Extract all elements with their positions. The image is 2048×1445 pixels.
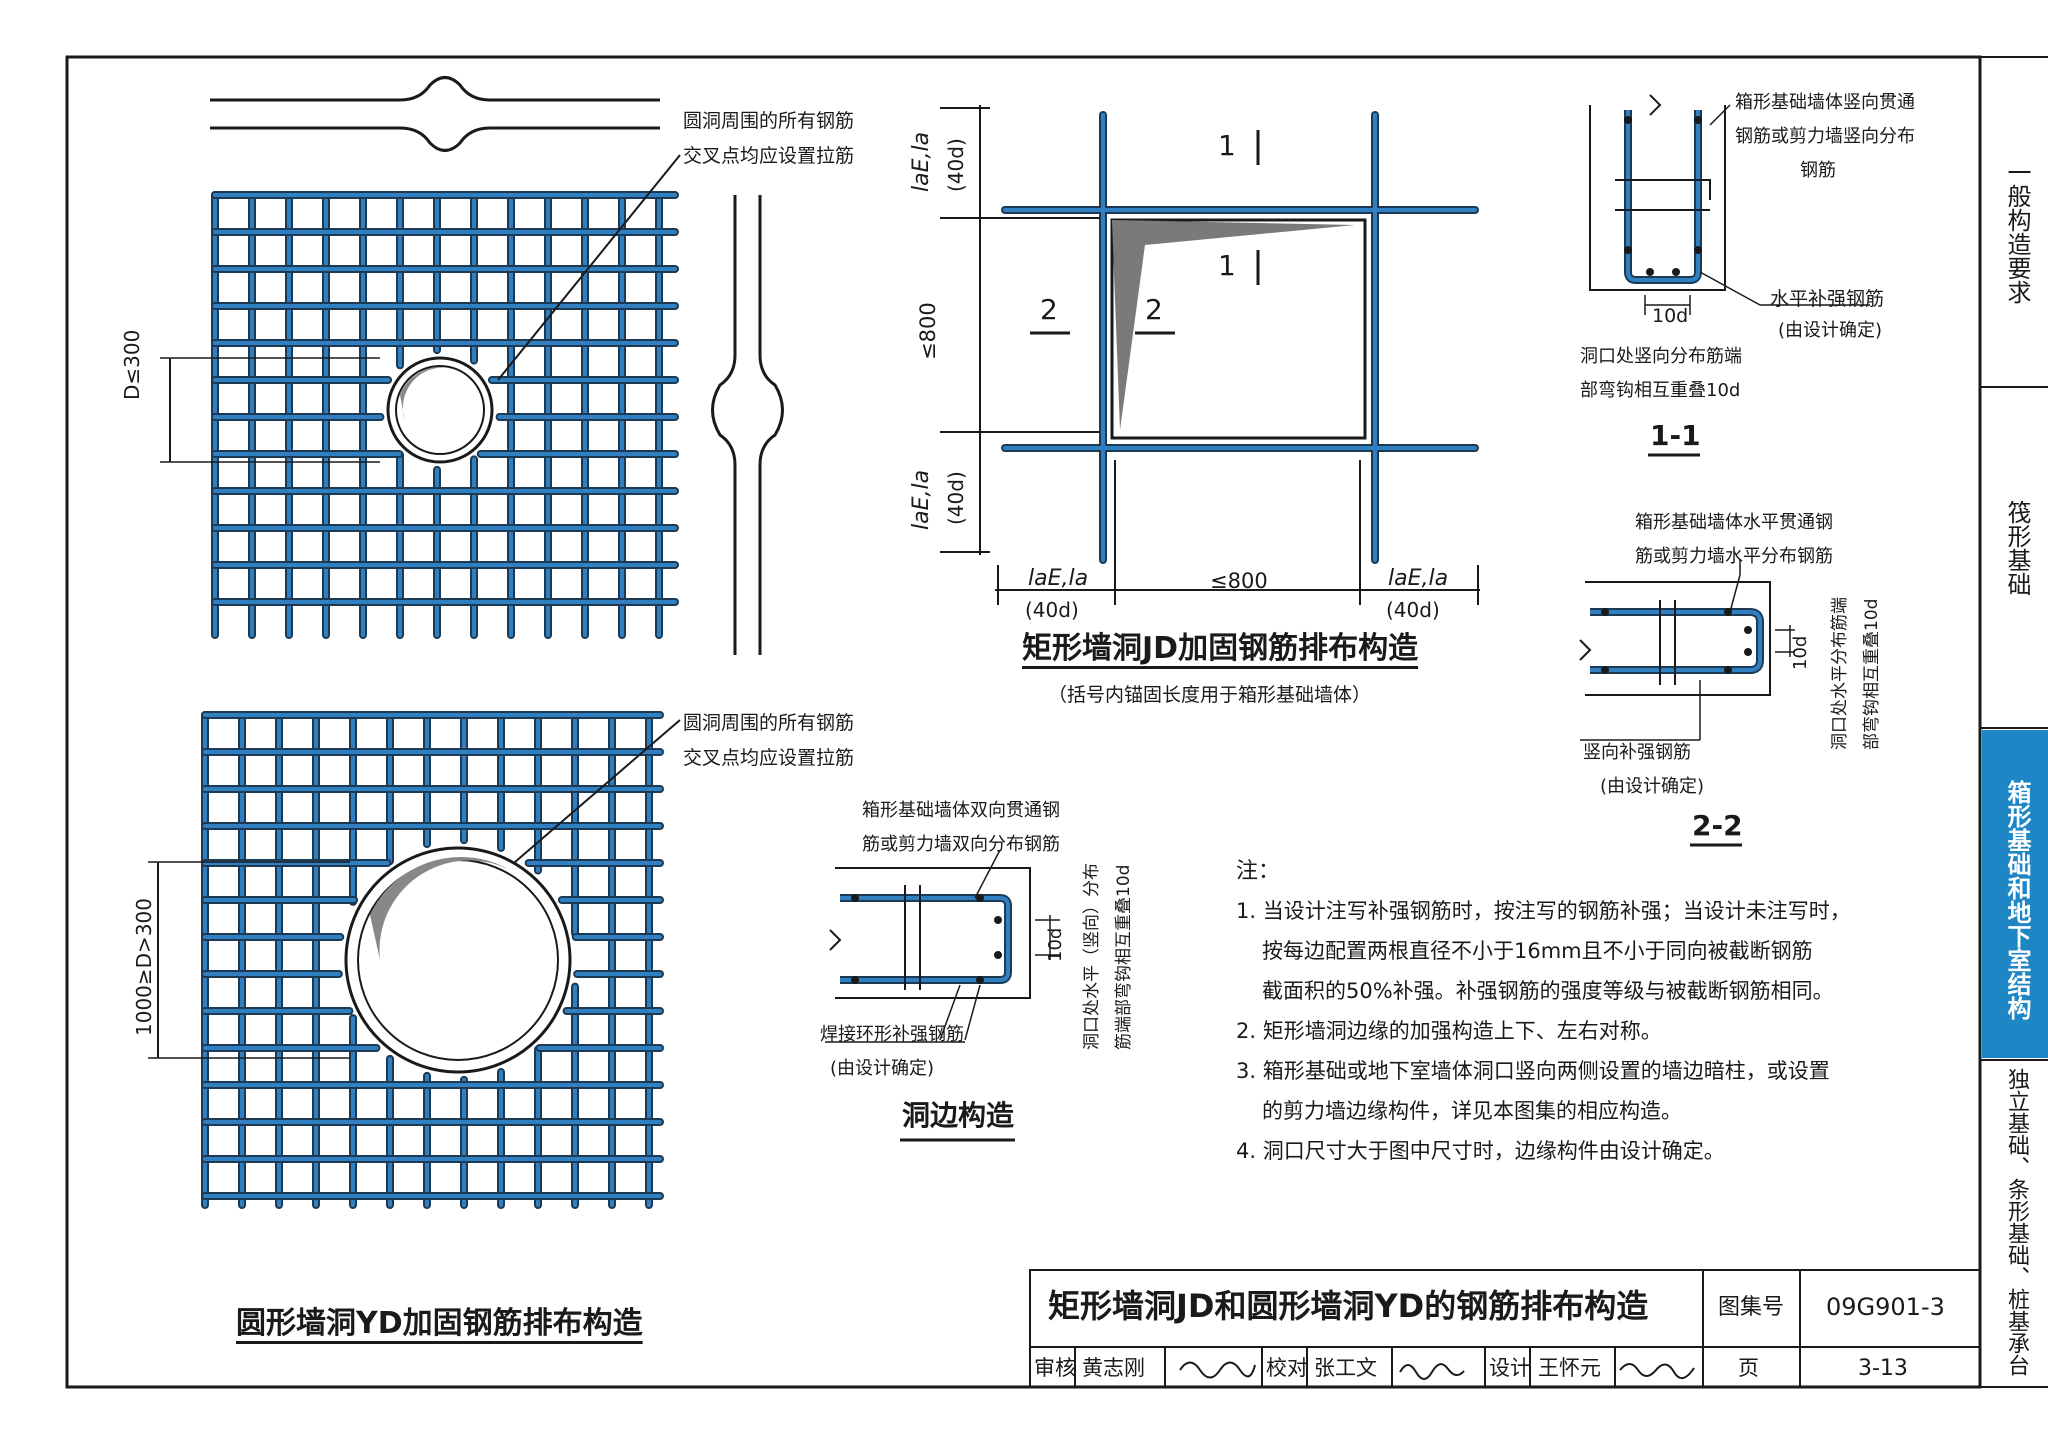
side-tab-isolated[interactable]: 独立基础、条形基础、桩基承台 [2004,1068,2029,1376]
rect-title: 矩形墙洞JD加固钢筋排布构造 [1022,631,1419,666]
side-tab-raft[interactable]: 筏形基础 [2003,500,2031,596]
section11-note-top-3: 钢筋 [1800,160,1836,181]
hole-edge-note-top-1: 箱形基础墙体双向贯通钢 [862,800,1060,821]
note-line-6: 的剪力墙边缘构件，详见本图集的相应构造。 [1262,1099,1682,1123]
section11-note-top-2: 钢筋或剪力墙竖向分布 [1735,126,1915,147]
rect-anchor-right-h: laE,la [1388,566,1449,591]
sheet-main-title: 矩形墙洞JD和圆形墙洞YD的钢筋排布构造 [1048,1287,1649,1325]
section11-note-right-1: 水平补强钢筋 [1770,288,1885,310]
section-mark-1-top: 1 [1218,129,1236,162]
note-line-4: 2. 矩形墙洞边缘的加强构造上下、左右对称。 [1236,1019,1662,1043]
side-tab-box-basement[interactable]: 箱形基础和地下室结构 [2003,780,2031,1020]
circular-title: 圆形墙洞YD加固钢筋排布构造 [236,1306,643,1341]
section22-note-top-2: 筋或剪力墙水平分布钢筋 [1635,546,1833,567]
hole-edge-title: 洞边构造 [902,1099,1015,1132]
notes-heading: 注： [1236,859,1281,884]
page-label: 页 [1738,1356,1759,1380]
section11-note-bottom-1: 洞口处竖向分布筋端 [1580,346,1742,367]
check-label: 校对 [1266,1356,1308,1380]
side-tab-general[interactable]: 一般构造要求 [2003,160,2031,304]
hole-edge-note-bottom-1: 焊接环形补强钢筋 [820,1024,964,1045]
rect-subtitle: （括号内锚固长度用于箱形基础墙体） [1048,684,1372,706]
rect-anchor-right-40d: (40d) [1386,598,1440,622]
checker-name: 张工文 [1314,1356,1377,1380]
circular-large-note-line1: 圆洞周围的所有钢筋 [683,712,855,734]
section11-note-bottom-2: 部弯钩相互重叠10d [1580,380,1741,401]
section22-note-bottom-2: (由设计确定) [1600,776,1705,797]
section22-note-top-1: 箱形基础墙体水平贯通钢 [1635,512,1833,533]
rect-dim-800-h: ≤800 [1210,569,1268,593]
rect-anchor-left-40d: (40d) [1025,598,1079,622]
hole-edge-note-bottom-2: (由设计确定) [830,1058,935,1079]
page-number: 3-13 [1858,1356,1908,1381]
review-label: 审核 [1034,1356,1076,1380]
rect-anchor-left-h: laE,la [1028,566,1089,591]
note-line-7: 4. 洞口尺寸大于图中尺寸时，边缘构件由设计确定。 [1236,1139,1725,1163]
reviewer-name: 黄志刚 [1082,1356,1145,1380]
note-line-3: 截面积的50%补强。补强钢筋的强度等级与被截断钢筋相同。 [1262,979,1834,1003]
circular-large-note-line2: 交叉点均应设置拉筋 [683,747,855,769]
atlas-label: 图集号 [1718,1295,1785,1320]
section22-note-bottom-1: 竖向补强钢筋 [1583,742,1691,763]
circular-small-note-line2: 交叉点均应设置拉筋 [683,145,855,167]
note-line-2: 按每边配置两根直径不小于16mm且不小于同向被截断钢筋 [1262,939,1813,963]
section11-note-top-1: 箱形基础墙体竖向贯通 [1735,92,1915,113]
atlas-number: 09G901-3 [1826,1293,1945,1321]
hole-edge-note-top-2: 筋或剪力墙双向分布钢筋 [862,834,1060,855]
designer-name: 王怀元 [1538,1356,1601,1380]
design-label: 设计 [1489,1356,1531,1380]
section-mark-1-bottom: 1 [1218,249,1236,282]
section11-title: 1-1 [1650,419,1701,452]
section22-title: 2-2 [1692,809,1743,842]
section11-note-right-2: (由设计确定) [1778,320,1883,341]
section-mark-2-left: 2 [1040,293,1058,326]
section11-dim: 10d [1652,305,1689,327]
note-line-5: 3. 箱形基础或地下室墙体洞口竖向两侧设置的墙边暗柱，或设置 [1236,1059,1830,1083]
section-mark-2-right: 2 [1145,293,1163,326]
note-line-1: 1. 当设计注写补强钢筋时，按注写的钢筋补强；当设计未注写时， [1236,899,1851,923]
circular-small-note-line1: 圆洞周围的所有钢筋 [683,110,855,132]
